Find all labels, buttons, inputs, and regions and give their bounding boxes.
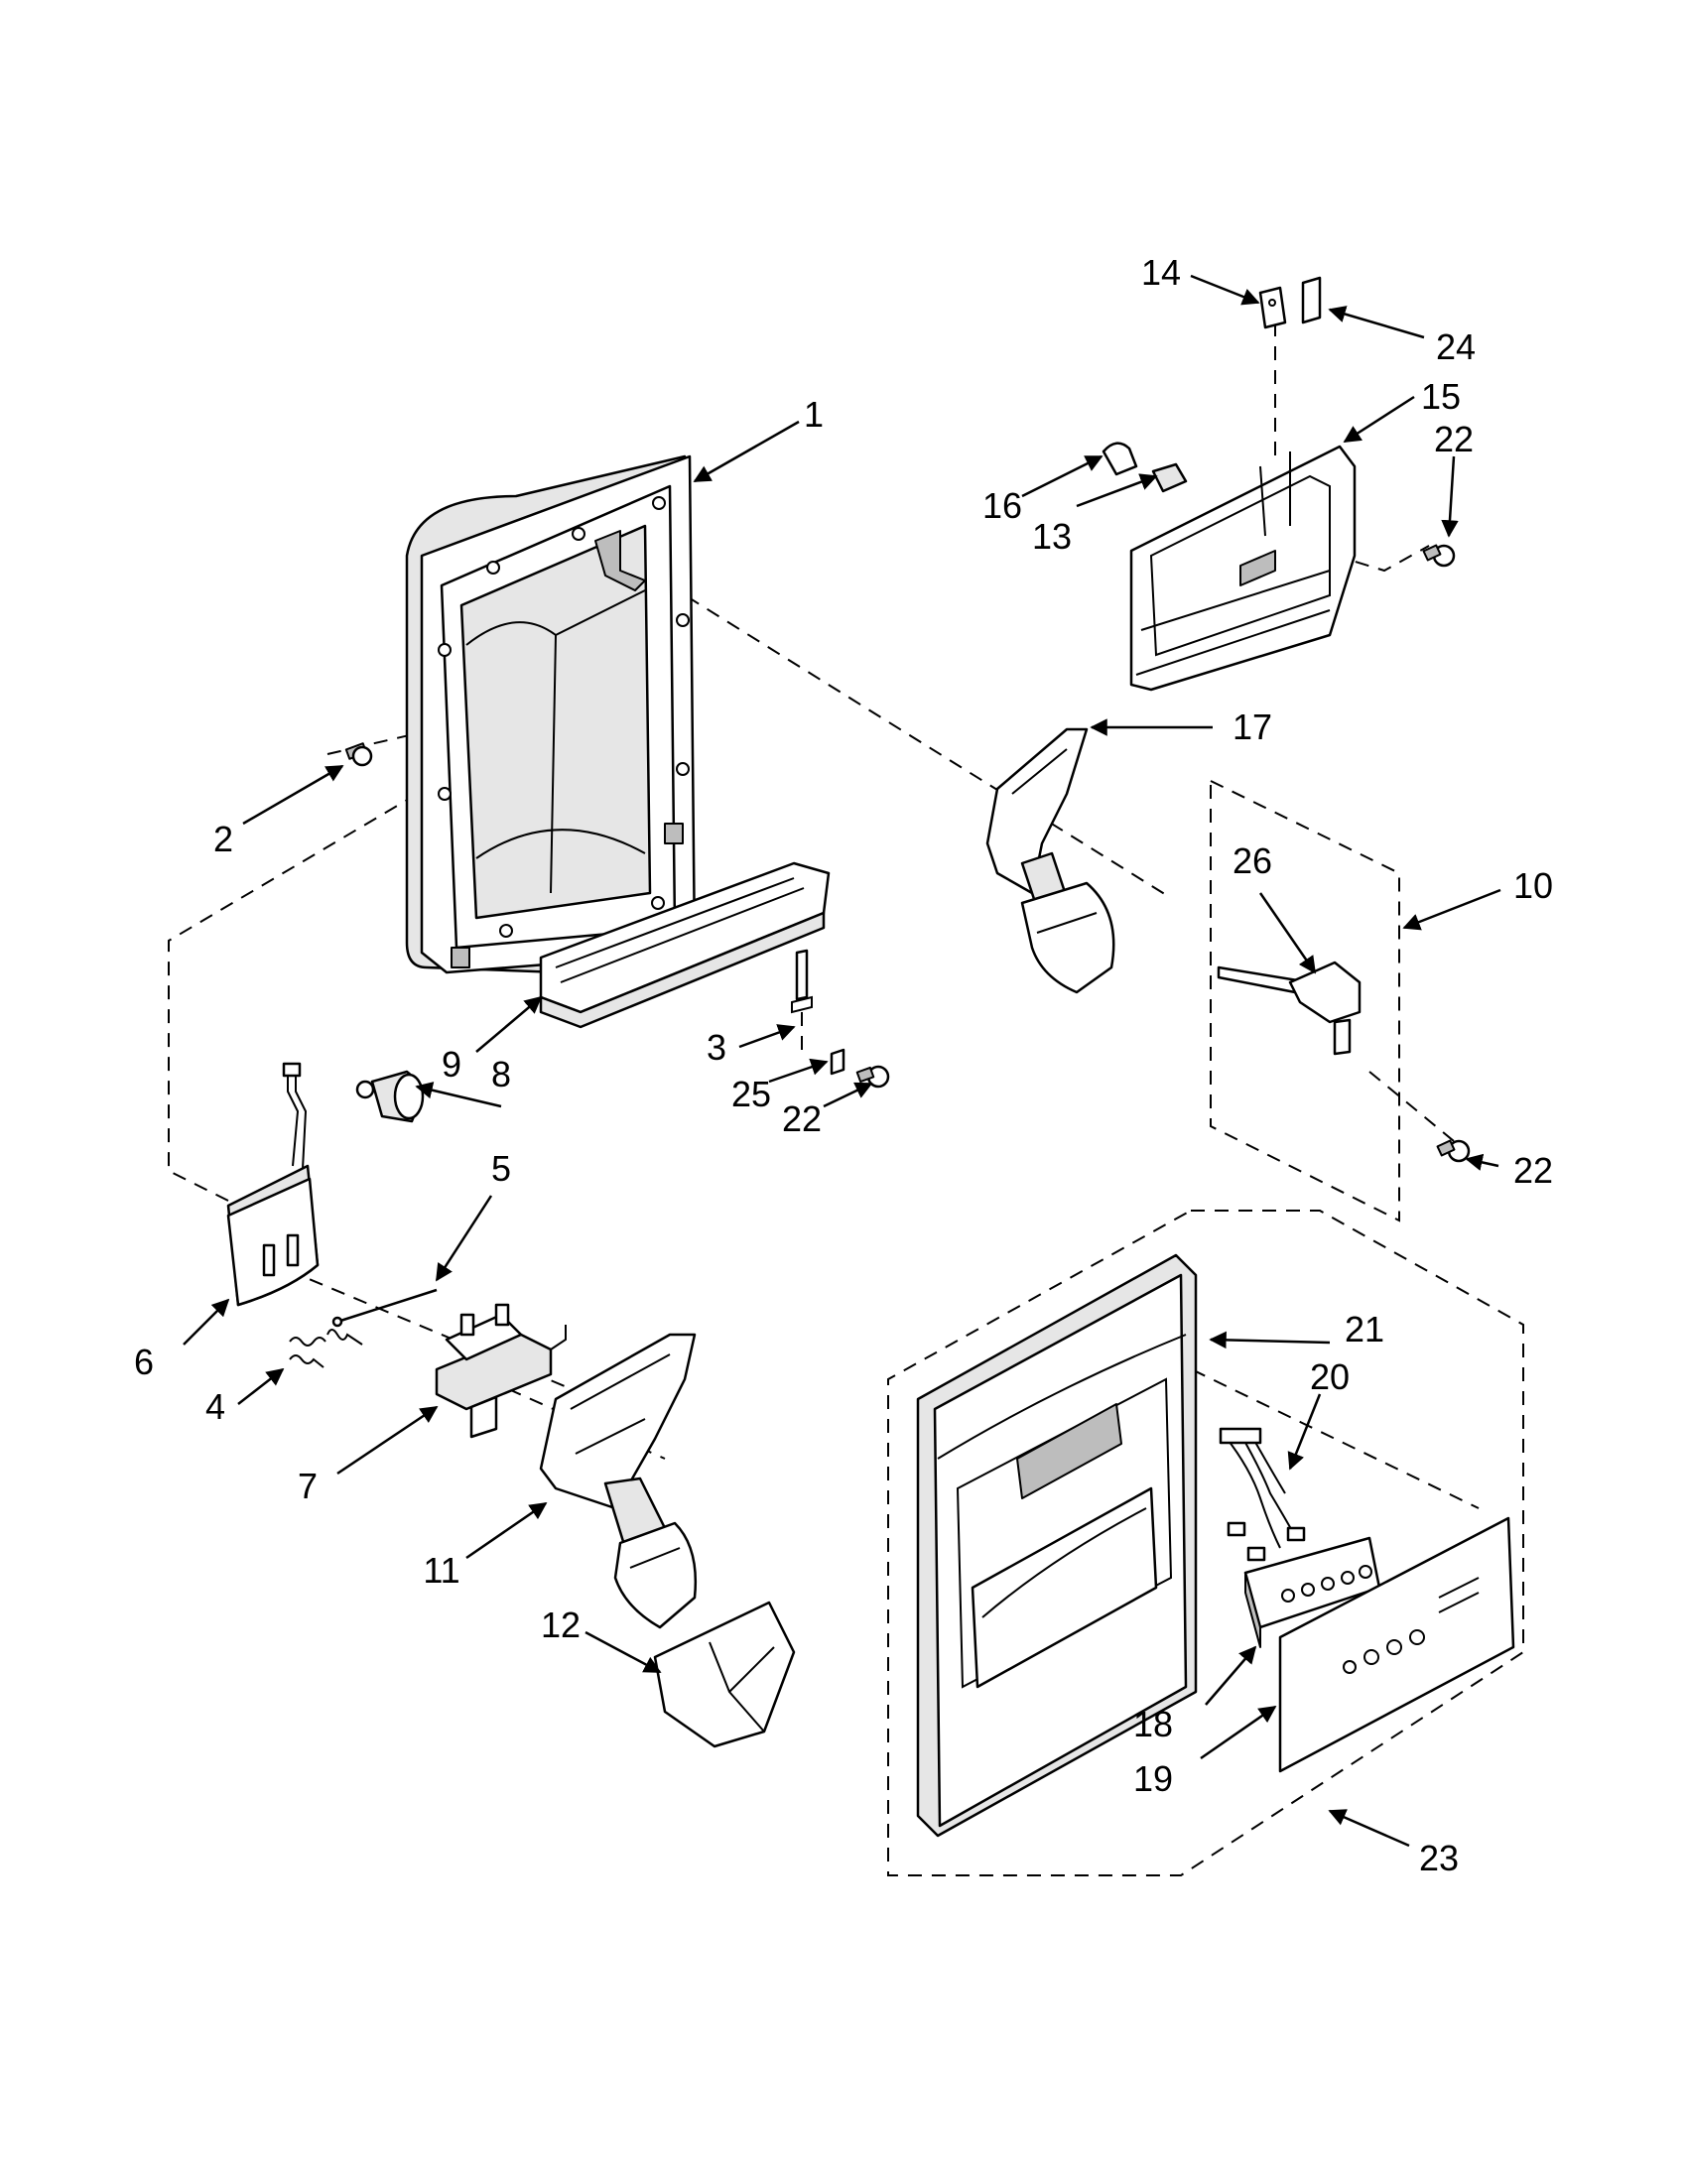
lever-11	[539, 1333, 698, 1629]
kit-23-outline	[887, 1210, 1524, 1876]
front-panel-21	[916, 1253, 1198, 1838]
callout-14: 14	[1141, 252, 1181, 293]
callout-25: 25	[731, 1074, 771, 1114]
callout-24: 24	[1436, 326, 1476, 367]
callout-12: 12	[541, 1605, 581, 1645]
solenoid-8	[355, 1070, 425, 1123]
harness-20	[1219, 1427, 1306, 1562]
callout-21: 21	[1345, 1309, 1384, 1349]
callout-6: 6	[134, 1342, 154, 1382]
callout-13: 13	[1032, 516, 1072, 557]
bulb-16	[1102, 442, 1138, 476]
callout-8: 8	[491, 1054, 511, 1094]
switch-3	[791, 949, 813, 1014]
switch-14	[1258, 286, 1287, 329]
callout-26: 26	[1233, 840, 1272, 881]
callout-22-center: 22	[782, 1098, 822, 1139]
screw-22-upper	[1422, 544, 1456, 568]
insulator-24	[1301, 276, 1322, 324]
callout-4: 4	[205, 1386, 225, 1427]
lever-17	[985, 727, 1115, 994]
insulator-25	[830, 1048, 845, 1076]
callout-18: 18	[1133, 1704, 1173, 1744]
callout-7: 7	[298, 1466, 318, 1506]
callout-22-right: 22	[1513, 1150, 1553, 1191]
callout-1: 1	[804, 394, 824, 435]
callout-3: 3	[707, 1027, 726, 1068]
callout-15: 15	[1421, 376, 1461, 417]
chute-12	[653, 1601, 796, 1748]
rod-5	[331, 1288, 438, 1328]
bracket-15	[1129, 445, 1357, 692]
control-box-6	[226, 1062, 320, 1307]
callout-20: 20	[1310, 1356, 1350, 1397]
springs-4	[289, 1329, 363, 1368]
callout-17: 17	[1233, 707, 1272, 747]
leader-arrows	[183, 274, 1501, 1848]
callout-23: 23	[1419, 1838, 1459, 1878]
callout-16: 16	[982, 485, 1022, 526]
callout-11: 11	[423, 1550, 459, 1591]
kit-10-outline	[1210, 779, 1400, 1222]
dispenser-housing	[405, 454, 697, 979]
overlay-19	[1278, 1516, 1515, 1773]
callout-9: 9	[442, 1044, 461, 1085]
callout-2: 2	[213, 819, 233, 859]
screw-22-right	[1436, 1139, 1471, 1163]
callout-5: 5	[491, 1148, 511, 1189]
actuator-7	[435, 1303, 567, 1439]
screw-22-center	[855, 1065, 890, 1089]
callout-22-upper: 22	[1434, 419, 1474, 459]
screw-2	[344, 742, 373, 767]
lever-26	[1217, 961, 1362, 1056]
callout-19: 19	[1133, 1758, 1173, 1799]
callout-labels: 1 2 3 4 5 6 7 8 9 10 11 12 13 14 15 16 1…	[134, 252, 1553, 1878]
socket-13	[1151, 462, 1188, 493]
callout-10: 10	[1513, 865, 1553, 906]
